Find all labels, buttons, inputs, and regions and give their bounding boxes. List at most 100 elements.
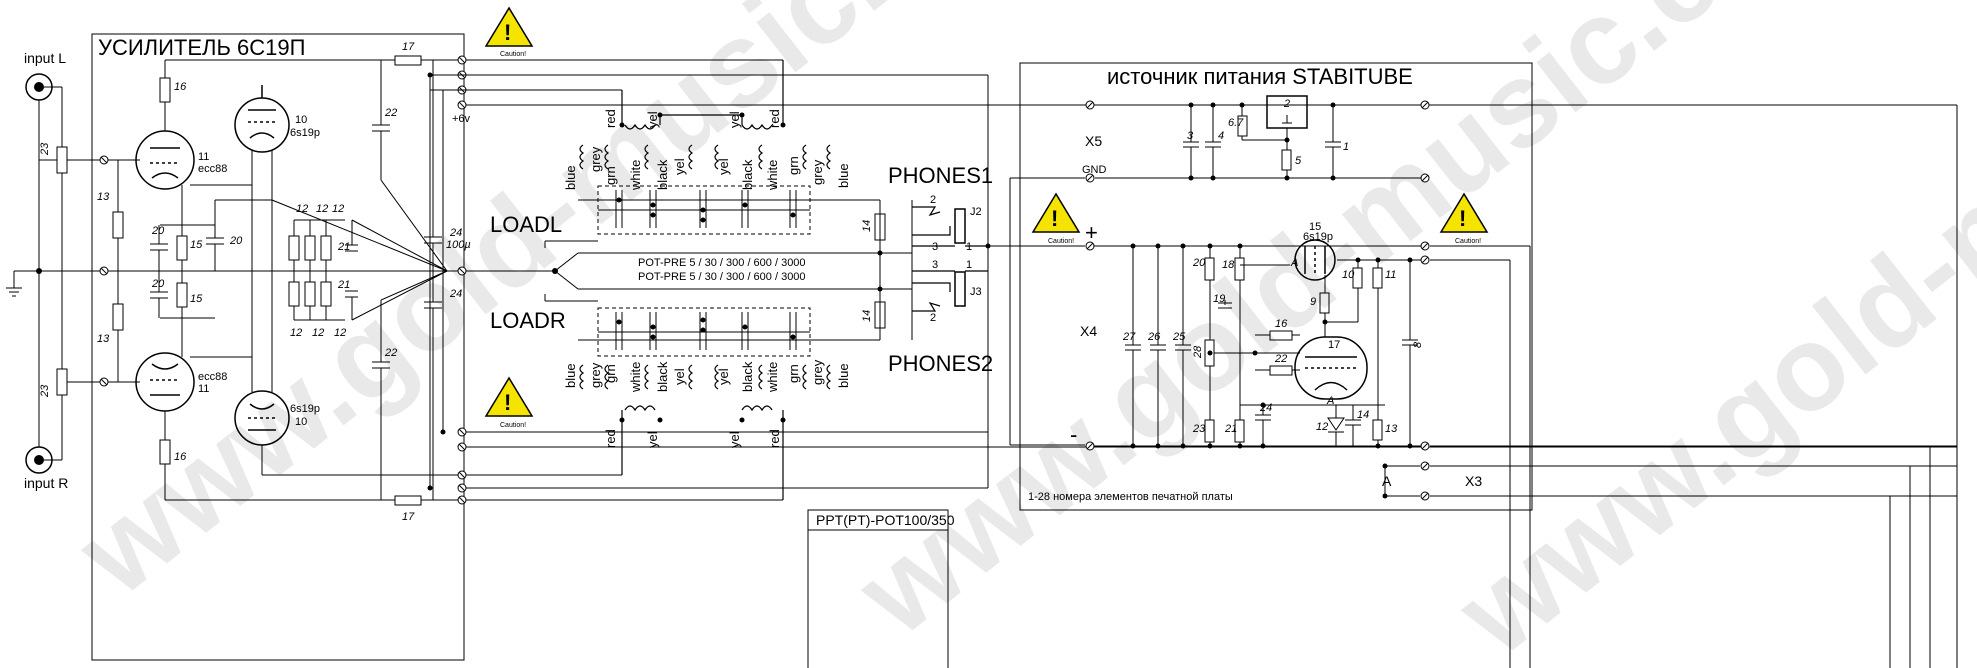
a-label: A xyxy=(1382,473,1392,489)
svg-text:A: A xyxy=(1326,395,1334,407)
regulator-2 xyxy=(1094,95,1421,150)
svg-text:1: 1 xyxy=(1343,141,1349,153)
svg-text:19: 19 xyxy=(1213,293,1225,305)
svg-text:grey: grey xyxy=(588,146,603,172)
wire-labels-top-upper: red yel yel red xyxy=(603,109,782,128)
svg-text:yel: yel xyxy=(727,431,742,448)
svg-text:12: 12 xyxy=(312,327,324,339)
resistor-14-top xyxy=(874,200,886,241)
phones2-label: PHONES2 xyxy=(888,351,993,376)
tube-11-top-type: ecc88 xyxy=(198,163,227,175)
svg-text:12: 12 xyxy=(334,327,346,339)
svg-text:3: 3 xyxy=(932,241,938,253)
svg-text:blue: blue xyxy=(563,363,578,388)
tube-15-num: 15 xyxy=(1309,221,1321,233)
svg-text:3: 3 xyxy=(932,259,938,271)
svg-text:17: 17 xyxy=(402,41,415,53)
svg-text:24: 24 xyxy=(449,227,462,239)
svg-text:25: 25 xyxy=(1172,331,1186,343)
svg-text:!: ! xyxy=(1459,206,1466,231)
capacitor-20-group xyxy=(150,200,224,318)
loadl-label: LOADL xyxy=(490,212,562,237)
ppt-box-label: PPT(PT)-POT100/350 xyxy=(816,512,955,528)
transformer-top xyxy=(579,60,832,170)
svg-text:white: white xyxy=(628,160,643,191)
psu-rails xyxy=(1009,104,1958,668)
resistor-15-top xyxy=(160,224,215,271)
svg-text:1: 1 xyxy=(966,241,972,253)
svg-text:red: red xyxy=(603,109,618,128)
svg-text:16: 16 xyxy=(174,451,187,463)
x3-label: X3 xyxy=(1465,473,1482,489)
tube-10-bottom-type: 6s19p xyxy=(290,403,320,415)
svg-text:grey: grey xyxy=(810,359,825,385)
wire-labels-bottom-lower: red yel yel red xyxy=(603,429,782,448)
svg-text:28: 28 xyxy=(1192,345,1204,359)
tube-15-type: 6s19p xyxy=(1303,231,1333,243)
svg-text:21: 21 xyxy=(337,279,350,291)
jack-j3 xyxy=(912,270,988,312)
svg-text:100µ: 100µ xyxy=(446,239,471,251)
svg-text:20: 20 xyxy=(151,225,165,237)
svg-text:23: 23 xyxy=(1192,423,1206,435)
tube-11-top xyxy=(135,130,195,190)
svg-text:14: 14 xyxy=(861,220,873,232)
switch-matrix-top xyxy=(597,185,811,235)
jack-j2 xyxy=(912,206,988,247)
svg-text:2: 2 xyxy=(930,312,936,324)
tube-15 xyxy=(1294,239,1336,281)
svg-text:3: 3 xyxy=(1187,130,1194,142)
svg-text:grey: grey xyxy=(810,159,825,185)
resistor-15-bottom xyxy=(160,271,215,319)
gnd-label: GND xyxy=(1082,164,1107,176)
x4-label: X4 xyxy=(1080,323,1097,339)
svg-text:13: 13 xyxy=(97,191,110,203)
svg-text:Caution!: Caution! xyxy=(1048,238,1074,245)
svg-text:red: red xyxy=(603,429,618,448)
svg-text:Caution!: Caution! xyxy=(500,51,526,58)
svg-text:white: white xyxy=(628,362,643,393)
svg-text:grn: grn xyxy=(786,364,801,383)
wire-labels-bottom: blue grey grn white black yel yel black … xyxy=(563,359,851,393)
svg-text:17: 17 xyxy=(402,511,415,523)
svg-text:5: 5 xyxy=(1295,155,1302,167)
svg-text:21: 21 xyxy=(337,241,350,253)
caution-icon: ! Caution! xyxy=(1439,192,1489,245)
loadr-label: LOADR xyxy=(490,308,566,333)
svg-text:12: 12 xyxy=(290,327,302,339)
caution-icon: ! Caution! xyxy=(484,376,534,429)
svg-text:yel: yel xyxy=(645,431,660,448)
svg-text:blue: blue xyxy=(836,163,851,188)
svg-text:26: 26 xyxy=(1147,331,1161,343)
tube-11-bottom-num: 11 xyxy=(198,383,209,395)
svg-text:15: 15 xyxy=(190,239,203,251)
ppt-box xyxy=(807,509,949,668)
svg-text:16: 16 xyxy=(174,81,187,93)
svg-text:12: 12 xyxy=(316,203,328,215)
j2-label: J2 xyxy=(970,206,982,218)
tube-10-top-num: 10 xyxy=(295,114,307,126)
svg-text:black: black xyxy=(655,361,670,392)
tube-11-bottom-type: ecc88 xyxy=(198,371,227,383)
x5-label: X5 xyxy=(1085,133,1102,149)
load-selector-lines xyxy=(544,199,881,341)
svg-text:20: 20 xyxy=(229,235,243,247)
svg-text:red: red xyxy=(767,429,782,448)
svg-text:yel: yel xyxy=(716,158,731,175)
svg-text:20: 20 xyxy=(151,278,165,290)
tube-10-bottom-num: 10 xyxy=(295,416,307,428)
tube-17-num: 17 xyxy=(1328,339,1340,351)
svg-text:Caution!: Caution! xyxy=(1455,238,1481,245)
svg-text:14: 14 xyxy=(1357,409,1369,421)
svg-text:12: 12 xyxy=(332,203,344,215)
svg-text:23: 23 xyxy=(39,142,51,156)
resistor-13-top xyxy=(112,160,124,271)
svg-text:www.gold-music.com: www.gold-music.com xyxy=(833,0,1885,661)
svg-text:22: 22 xyxy=(1274,353,1287,365)
pot-23-left xyxy=(39,86,102,271)
j3-label: J3 xyxy=(970,286,982,298)
svg-text:15: 15 xyxy=(190,293,203,305)
svg-text:22: 22 xyxy=(384,347,397,359)
svg-text:14: 14 xyxy=(861,310,873,322)
